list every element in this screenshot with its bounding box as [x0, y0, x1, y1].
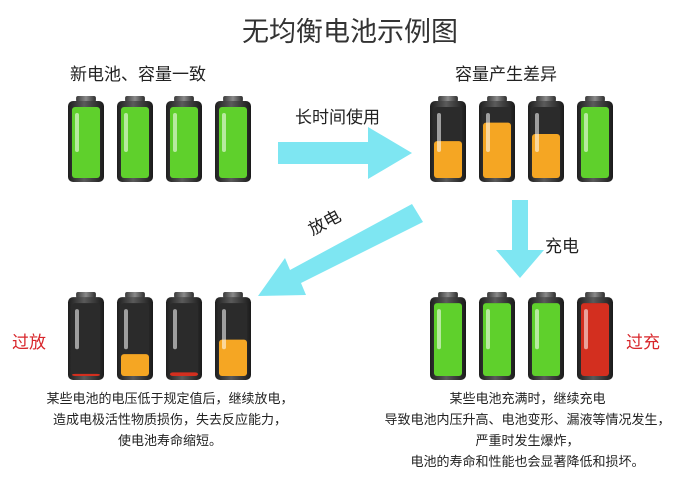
arrows-layer [258, 127, 544, 296]
battery-cap [125, 96, 145, 103]
tag-over-charge: 过充 [626, 333, 660, 353]
battery-cap [487, 292, 507, 299]
battery-highlight [437, 113, 441, 153]
battery [68, 96, 104, 182]
battery-highlight [222, 113, 226, 153]
arrow-discharge [258, 204, 423, 296]
battery-cap [536, 292, 556, 299]
battery-cap [536, 96, 556, 103]
battery [577, 96, 613, 182]
battery-cap [174, 292, 194, 299]
battery-cap [174, 96, 194, 103]
desc-line: 导致电池内压升高、电池变形、漏液等情况发生， [384, 413, 671, 428]
battery-charge-fill [434, 141, 462, 178]
battery [117, 292, 153, 380]
battery-cap [438, 292, 458, 299]
battery [528, 96, 564, 182]
battery-highlight [124, 309, 128, 350]
arrow-charge [496, 200, 544, 278]
battery-cap [585, 96, 605, 103]
battery-cap [125, 292, 145, 299]
desc-line: 严重时发生爆炸， [475, 434, 580, 449]
desc-line: 电池的寿命和性能也会显著降低和损坏。 [410, 455, 645, 470]
battery [166, 96, 202, 182]
label-new-batteries: 新电池、容量一致 [70, 65, 206, 85]
battery [166, 292, 202, 380]
battery-charge-fill [121, 354, 149, 376]
battery-highlight [535, 309, 539, 350]
battery-cap [223, 292, 243, 299]
battery [430, 292, 466, 380]
arrow-long-time [278, 127, 412, 179]
battery-cap [487, 96, 507, 103]
desc-line: 使电池寿命缩短。 [117, 434, 222, 449]
battery-highlight [584, 309, 588, 350]
battery-cap [76, 292, 96, 299]
battery-highlight [535, 113, 539, 153]
battery-highlight [124, 113, 128, 153]
battery-highlight [486, 309, 490, 350]
desc-line: 某些电池充满时，继续充电 [449, 392, 606, 407]
diagram-title: 无均衡电池示例图 [242, 17, 458, 48]
battery [577, 292, 613, 380]
battery-highlight [75, 309, 79, 350]
desc-line: 造成电极活性物质损伤，失去反应能力， [52, 413, 287, 428]
battery-cap [223, 96, 243, 103]
battery-highlight [584, 113, 588, 153]
battery-charge-fill [219, 339, 247, 376]
battery-charge-fill [72, 373, 100, 376]
battery-highlight [75, 113, 79, 153]
battery-highlight [173, 309, 177, 350]
desc-line: 某些电池的电压低于规定值后，继续放电， [46, 392, 294, 407]
tag-over-discharge: 过放 [12, 333, 46, 353]
description-over-discharge: 某些电池的电压低于规定值后，继续放电， 造成电极活性物质损伤，失去反应能力， 使… [0, 389, 340, 452]
battery-highlight [173, 113, 177, 153]
battery [117, 96, 153, 182]
label-long-time-use: 长时间使用 [295, 108, 380, 128]
battery-highlight [437, 309, 441, 350]
batteries-layer [68, 96, 613, 380]
battery [528, 292, 564, 380]
battery [479, 292, 515, 380]
battery-charge-fill [170, 372, 198, 376]
description-over-charge: 某些电池充满时，继续充电 导致电池内压升高、电池变形、漏液等情况发生， 严重时发… [355, 389, 700, 473]
battery [479, 96, 515, 182]
battery-highlight [486, 113, 490, 153]
battery-highlight [222, 309, 226, 350]
battery [430, 96, 466, 182]
battery-cap [76, 96, 96, 103]
label-capacity-diff: 容量产生差异 [455, 65, 557, 85]
battery [215, 292, 251, 380]
battery-cap [585, 292, 605, 299]
label-charge: 充电 [545, 237, 579, 257]
battery [68, 292, 104, 380]
battery [215, 96, 251, 182]
battery-cap [438, 96, 458, 103]
